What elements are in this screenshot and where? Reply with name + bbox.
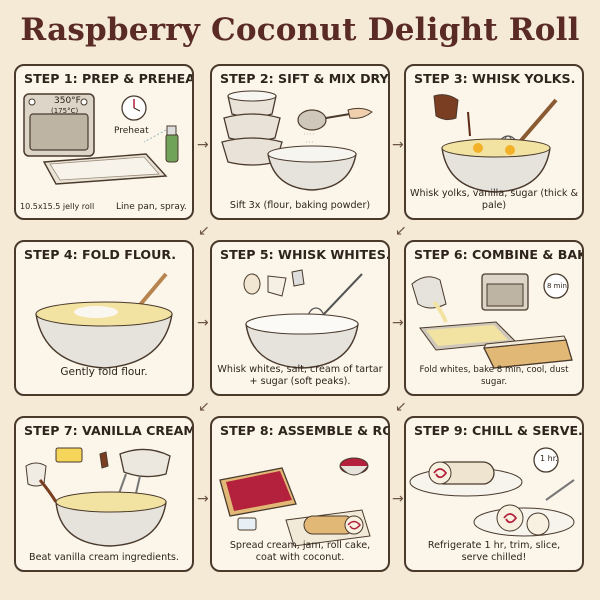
step-5-caption-line-1: Whisk whites, salt, cream of tartar: [217, 364, 383, 375]
step-4-caption: Gently fold flour.: [60, 366, 148, 378]
preheat-label: Preheat: [114, 126, 149, 136]
step-2-caption: Sift 3x (flour, baking powder): [229, 200, 371, 211]
step-3-title: STEP 3: WHISK YOLKS.: [414, 71, 576, 86]
step-9-caption-line-1: Refrigerate 1 hr, trim, slice,: [427, 540, 561, 551]
step-6-caption: Fold whites, bake 8 min, cool, dust suga…: [419, 365, 569, 387]
sifting-bowls-illustration: [221, 90, 373, 191]
step-5-caption-line-2: + sugar (soft peaks).: [249, 376, 351, 387]
bake-time-label: 8 min.: [547, 282, 570, 290]
step-7-caption: Beat vanilla cream ingredients.: [29, 552, 179, 563]
step-8-panel: STEP 8: ASSEMBLE & ROLL. Spread cream, j…: [210, 416, 390, 572]
chevron-arrow-icon: →: [392, 137, 404, 153]
chevron-arrow-icon: ↙: [395, 399, 407, 415]
step-8-caption-line-2: coat with coconut.: [255, 552, 345, 563]
step-4-title: STEP 4: FOLD FLOUR.: [24, 247, 177, 262]
timer-icon: [543, 273, 569, 299]
step-6-panel: STEP 6: COMBINE & BAKE. 8 min. Fold whit…: [404, 240, 584, 396]
step-9-panel: STEP 9: CHILL & SERVE. 1 hr. Refrigerate…: [404, 416, 584, 572]
step-1-panel: STEP 1: PREP & PREHEAT. 350°F (175°C) Pr…: [14, 64, 194, 220]
chevron-arrow-icon: →: [392, 491, 404, 507]
combine-and-bake-illustration: [411, 273, 573, 369]
chill-and-serve-illustration: [409, 447, 575, 537]
whisking-whites-illustration: [243, 269, 363, 369]
step-3-panel: STEP 3: WHISK YOLKS. Whisk yolks, vanill…: [404, 64, 584, 220]
chevron-arrow-icon: →: [197, 137, 209, 153]
oven-temp-label: 350°F: [54, 96, 81, 106]
step-5-caption: Whisk whites, salt, cream of tartar + su…: [216, 364, 384, 388]
step-7-title: STEP 7: VANILLA CREAM.: [24, 423, 194, 438]
step-9-title: STEP 9: CHILL & SERVE.: [414, 423, 583, 438]
step-6-title: STEP 6: COMBINE & BAKE.: [414, 247, 584, 262]
step-2-title: STEP 2: SIFT & MIX DRY.: [220, 71, 390, 86]
step-8-title: STEP 8: ASSEMBLE & ROLL.: [220, 423, 388, 438]
step-9-caption-line-2: serve chilled!: [461, 552, 527, 563]
oven-temp-celsius-label: (175°C): [51, 107, 79, 115]
folding-flour-illustration: [35, 272, 173, 369]
chevron-arrow-icon: →: [392, 315, 404, 331]
step-8-caption: Spread cream, jam, roll cake, coat with …: [216, 540, 384, 564]
whisking-yolks-illustration: [433, 94, 558, 193]
step-9-caption: Refrigerate 1 hr, trim, slice, serve chi…: [410, 540, 578, 564]
timer-icon: [533, 447, 559, 473]
step-2-panel: STEP 2: SIFT & MIX DRY. Sift 3x (flour, …: [210, 64, 390, 220]
oven-and-pan-illustration: [23, 93, 179, 185]
step-7-panel: STEP 7: VANILLA CREAM. Beat vanilla crea…: [14, 416, 194, 572]
assemble-and-roll-illustration: [219, 457, 371, 547]
vanilla-cream-illustration: [25, 447, 171, 547]
step-5-title: STEP 5: WHISK WHITES.: [220, 247, 390, 262]
chevron-arrow-icon: ↙: [198, 223, 210, 239]
pan-size-label: 10.5x15.5 jelly roll: [20, 202, 95, 211]
step-3-caption: Whisk yolks, vanilla, sugar (thick & pal…: [410, 188, 578, 211]
step-1-caption: Line pan, spray.: [116, 202, 187, 212]
step-5-panel: STEP 5: WHISK WHITES. Whisk whites, salt…: [210, 240, 390, 396]
chill-time-label: 1 hr.: [540, 454, 558, 463]
step-4-panel: STEP 4: FOLD FLOUR. Gently fold flour.: [14, 240, 194, 396]
chevron-arrow-icon: ↙: [395, 223, 407, 239]
chevron-arrow-icon: ↙: [198, 399, 210, 415]
chevron-arrow-icon: →: [197, 315, 209, 331]
step-8-caption-line-1: Spread cream, jam, roll cake,: [229, 540, 371, 551]
page-title: Raspberry Coconut Delight Roll: [20, 12, 580, 48]
chevron-arrow-icon: →: [197, 491, 209, 507]
step-1-title: STEP 1: PREP & PREHEAT.: [24, 71, 194, 86]
